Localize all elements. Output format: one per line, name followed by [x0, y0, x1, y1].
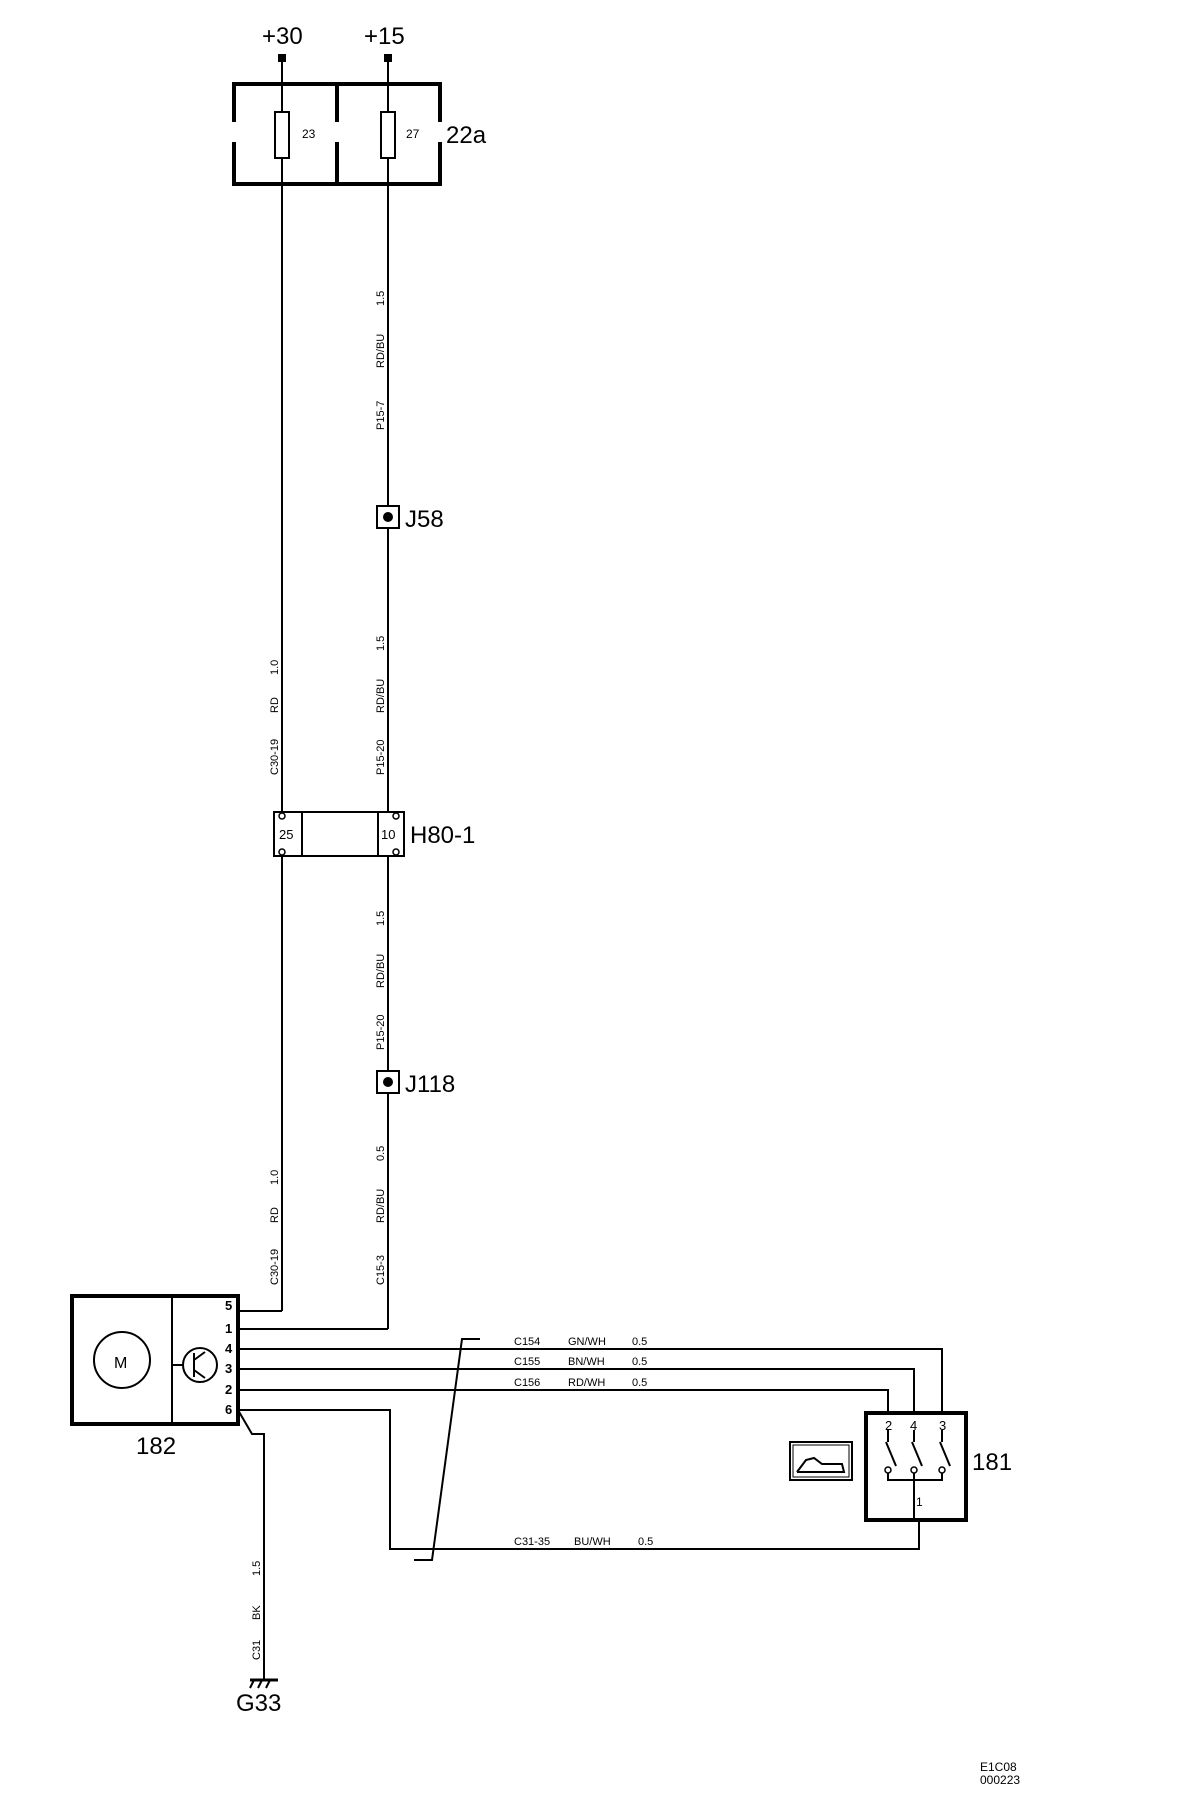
fuse-23-label: 23 — [302, 127, 316, 141]
wire-c31-size: 1.5 — [251, 1561, 263, 1576]
doc-code-line1: E1C08 — [980, 1760, 1017, 1774]
motor-pin-3: 3 — [225, 1361, 232, 1376]
wire-c30-19b-circuit: C30-19 — [269, 1249, 281, 1285]
wire-c30-19a-color: RD — [269, 697, 281, 713]
ground-id: G33 — [236, 1690, 281, 1717]
wire-c31-35 — [238, 1409, 920, 1550]
connector-h80-pin-25: 25 — [279, 827, 293, 842]
wire-p15-20b-size: 1.5 — [375, 911, 387, 926]
doc-code-line2: 000223 — [980, 1773, 1020, 1787]
motor-symbol-label: M — [114, 1355, 127, 1372]
wire-c31 — [237, 1409, 265, 1680]
wire-c30-19b-size: 1.0 — [269, 1170, 281, 1185]
wire-c156-color: RD/WH — [568, 1377, 605, 1389]
switch-pin-3: 3 — [939, 1418, 946, 1433]
wire-c156-circuit: C156 — [514, 1377, 540, 1389]
ground-symbol — [249, 1678, 278, 1689]
connector-h80-pin-10: 10 — [381, 827, 395, 842]
supply-terminal-plus30 — [278, 54, 286, 62]
fuse-27 — [380, 111, 396, 159]
junction-j58-dot — [383, 512, 393, 522]
wire-p15-20a-color: RD/BU — [375, 679, 387, 713]
switch-unit — [864, 1411, 968, 1522]
wire-p15-7-circuit: P15-7 — [375, 401, 387, 430]
motor-pin-5: 5 — [225, 1298, 232, 1313]
wire-label-p15-20-upper: P15-20 RD/BU 1.5 — [375, 636, 387, 775]
switch-pin-1: 1 — [916, 1495, 923, 1509]
motor-unit-id: 182 — [136, 1433, 176, 1460]
wire-label-p15-20-lower: P15-20 RD/BU 1.5 — [375, 911, 387, 1050]
connector-h80-id: H80-1 — [410, 822, 475, 849]
wire-p15-20b-circuit: P15-20 — [375, 1015, 387, 1050]
wire-c15-3-color: RD/BU — [375, 1189, 387, 1223]
wire-c15-3-size: 0.5 — [375, 1146, 387, 1161]
wire-c155-circuit: C155 — [514, 1356, 540, 1368]
junction-j58-label: J58 — [405, 506, 444, 533]
wire-c155-color: BN/WH — [568, 1356, 605, 1368]
junction-j118-dot — [383, 1077, 393, 1087]
fuse-box-id: 22a — [446, 122, 487, 149]
wire-c154-size: 0.5 — [632, 1336, 647, 1348]
supply-label-plus30: +30 — [262, 23, 303, 50]
fuse-23 — [274, 111, 290, 159]
wire-p15-7-size: 1.5 — [375, 291, 387, 306]
supply-label-plus15: +15 — [364, 23, 405, 50]
motor-unit — [70, 1294, 240, 1426]
wire-c30-19a-size: 1.0 — [269, 660, 281, 675]
wire-label-c30-19-upper: C30-19 RD 1.0 — [269, 660, 281, 775]
motor-pin-6: 6 — [225, 1402, 232, 1417]
wire-c31-35-color: BU/WH — [574, 1536, 611, 1548]
wire-label-c31: C31 BK 1.5 — [251, 1561, 263, 1660]
wire-c31-35-size: 0.5 — [638, 1536, 653, 1548]
motor-pin-2: 2 — [225, 1382, 232, 1397]
motor-symbol — [93, 1331, 151, 1389]
wire-c15-3-circuit: C15-3 — [375, 1255, 387, 1285]
wire-p15-7-color: RD/BU — [375, 334, 387, 368]
wire-c154-color: GN/WH — [568, 1336, 606, 1348]
wire-label-c15-3: C15-3 RD/BU 0.5 — [375, 1146, 387, 1285]
wire-c31-color: BK — [251, 1605, 263, 1620]
wire-c30-19b-color: RD — [269, 1207, 281, 1223]
fuse-box — [231, 82, 443, 186]
wire-c155-size: 0.5 — [632, 1356, 647, 1368]
boot-lid-icon — [789, 1441, 853, 1481]
wire-label-p15-7: P15-7 RD/BU 1.5 — [375, 291, 387, 430]
wire-c31-circuit: C31 — [251, 1640, 263, 1660]
wire-p15-20b-color: RD/BU — [375, 954, 387, 988]
wire-c154 — [238, 1348, 943, 1413]
wire-c31-35-circuit: C31-35 — [514, 1536, 550, 1548]
wire-label-c30-19-lower: C30-19 RD 1.0 — [269, 1170, 281, 1285]
fuse-27-label: 27 — [406, 127, 420, 141]
connector-h80-1 — [273, 811, 405, 857]
wire-c156-size: 0.5 — [632, 1377, 647, 1389]
switch-unit-id: 181 — [972, 1449, 1012, 1476]
wire-p15-20a-circuit: P15-20 — [375, 740, 387, 775]
wire-p15-20a-size: 1.5 — [375, 636, 387, 651]
motor-pin-1: 1 — [225, 1321, 232, 1336]
wire-c155 — [238, 1368, 915, 1413]
supply-terminal-plus15 — [384, 54, 392, 62]
junction-j118-label: J118 — [405, 1071, 455, 1098]
harness-break-mark — [414, 1338, 480, 1561]
motor-pin-4: 4 — [225, 1341, 233, 1356]
switch-pin-2: 2 — [885, 1418, 892, 1433]
switch-pin-4: 4 — [910, 1418, 917, 1433]
wire-c154-circuit: C154 — [514, 1336, 540, 1348]
transistor-icon — [182, 1347, 218, 1383]
wire-c30-19a-circuit: C30-19 — [269, 739, 281, 775]
